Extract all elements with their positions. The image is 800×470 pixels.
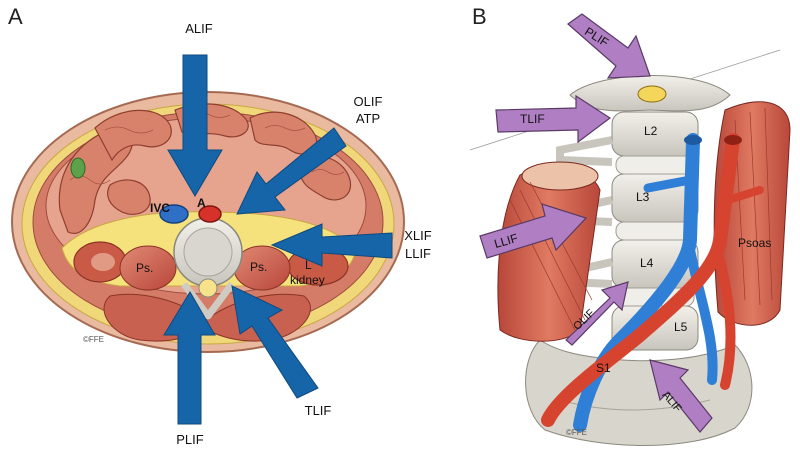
spinal-cord xyxy=(637,85,667,103)
tlif-arrow-a xyxy=(231,285,319,399)
kidney-side-label: L xyxy=(305,258,312,272)
psoas-label: Psoas xyxy=(738,236,772,250)
bowel-loops xyxy=(58,103,352,234)
bowel-folds xyxy=(69,112,345,185)
l5-label: L5 xyxy=(674,320,688,334)
l3-label: L3 xyxy=(636,190,650,204)
psoas-left-label: Ps. xyxy=(250,260,268,274)
llif-label-a: LLIF xyxy=(404,246,431,261)
xlif-label-a: XLIF xyxy=(404,228,432,243)
vena-cava xyxy=(573,133,700,432)
tlif-label-a: TLIF xyxy=(304,403,332,418)
cross-section xyxy=(11,91,405,353)
psoas-right-label: Ps. xyxy=(136,261,154,275)
plif-arrow-b xyxy=(567,13,651,79)
watermark-a: ©FFE xyxy=(83,335,105,344)
gallbladder xyxy=(70,157,86,179)
aorta-cut xyxy=(724,135,742,145)
s1-label: S1 xyxy=(596,361,611,375)
sacrum xyxy=(525,339,753,446)
psoas-right-shape xyxy=(119,245,177,291)
alif-arrow-b xyxy=(649,359,713,433)
l2-label: L2 xyxy=(644,124,658,138)
watermark-b: ©FFE xyxy=(566,428,588,437)
plif-label-a: PLIF xyxy=(176,432,204,447)
alif-label-a: ALIF xyxy=(185,21,213,36)
ivc-vessel xyxy=(159,204,189,224)
spinal-canal xyxy=(198,278,218,298)
ivc-label: IVC xyxy=(150,201,171,215)
alif-arrow-a xyxy=(167,54,223,197)
spine-illustration xyxy=(469,49,791,446)
vena-cava-cut xyxy=(684,135,702,145)
atp-label-a: ATP xyxy=(355,111,381,126)
panel-a-arrows xyxy=(163,54,393,425)
panel-a-letter: A xyxy=(8,4,23,29)
l4-label: L4 xyxy=(640,256,654,270)
xlif-arrow-a xyxy=(270,223,393,267)
psoas-striations xyxy=(509,107,773,331)
tlif-label-b: TLIF xyxy=(520,112,545,126)
aorta-vessel xyxy=(198,205,222,223)
olif-arrow-a xyxy=(236,127,347,215)
plif-arrow-a xyxy=(163,291,216,425)
kidney-label: kidney xyxy=(290,273,325,287)
olif-arrow-b xyxy=(565,281,629,346)
llif-arrow-b xyxy=(479,203,588,259)
olif-label-a: OLIF xyxy=(353,94,383,109)
aorta-label: A xyxy=(197,196,206,210)
aorta xyxy=(541,133,740,427)
great-vessels xyxy=(541,133,764,432)
tlif-arrow-b xyxy=(495,94,612,144)
panel-b-arrows xyxy=(479,13,713,433)
vertebral-column xyxy=(569,75,731,351)
panel-b-letter: B xyxy=(472,4,487,29)
